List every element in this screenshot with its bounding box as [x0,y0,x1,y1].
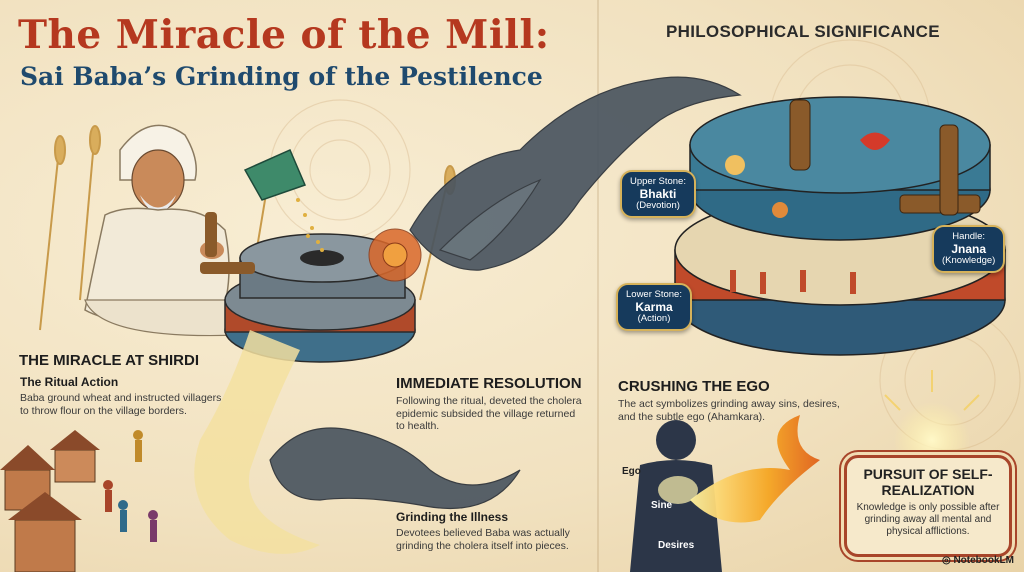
handle-title: Handle: [952,231,986,242]
handle-name: Jnana [951,242,987,256]
dark-smoke-swirl [269,76,742,510]
philosophical-heading: PHILOSOPHICAL SIGNIFICANCE [666,22,940,41]
lower-stone-name: Karma [635,300,673,314]
ritual-text: Baba ground wheat and instructed village… [20,392,222,417]
ritual-heading: The Ritual Action [20,375,119,389]
notebooklm-label: NotebookLM [953,555,1014,566]
miracle-section-title: THE MIRACLE AT SHIRDI [19,352,199,369]
ego-text: The act symbolizes grinding away sins, d… [618,398,840,423]
lower-stone-title: Lower Stone: [626,289,682,300]
right-mill [674,96,1006,356]
upper-stone-title: Upper Stone: [630,176,686,187]
sai-baba-figure [84,124,249,337]
upper-stone-name: Bhakti [639,187,677,201]
notebooklm-logo-icon: ◎ [941,555,951,566]
handle-sub: (Knowledge) [942,255,996,266]
resolution-text: Following the ritual, deveted the choler… [396,395,582,432]
handle-badge: Handle: Jnana (Knowledge) [932,225,1006,273]
grinding-heading: Grinding the Illness [396,510,509,524]
page-subtitle: Sai Baba’s Grinding of the Pestilence [20,62,543,91]
flour-stream [194,330,320,554]
upper-stone-sub: (Devotion) [636,200,680,211]
body-label-ego: Ego [622,466,641,477]
notebooklm-brand: ◎ NotebookLM [942,555,1014,566]
village [0,430,158,572]
pursuit-box: PURSUIT OF SELF-REALIZATION Knowledge is… [844,455,1012,557]
pursuit-title: PURSUIT OF SELF-REALIZATION [863,466,993,498]
upper-stone-badge: Upper Stone: Bhakti (Devotion) [620,170,696,218]
panel-divider [597,0,599,572]
grinding-text: Devotees believed Baba was actually grin… [396,527,570,552]
resolution-heading: IMMEDIATE RESOLUTION [396,375,582,392]
pursuit-text: Knowledge is only possible after grindin… [856,502,1000,537]
fire-swirl [690,415,820,523]
floral-accent [368,228,422,282]
grain-scoop [243,149,324,252]
lower-stone-sub: (Action) [637,313,671,324]
page-title: The Miracle of the Mill: [18,12,550,58]
body-label-desires: Desires [658,540,695,551]
body-silhouette [630,420,722,572]
ego-heading: CRUSHING THE EGO [618,378,770,395]
body-label-sins: Sine [651,500,673,511]
lower-stone-badge: Lower Stone: Karma (Action) [616,283,692,331]
